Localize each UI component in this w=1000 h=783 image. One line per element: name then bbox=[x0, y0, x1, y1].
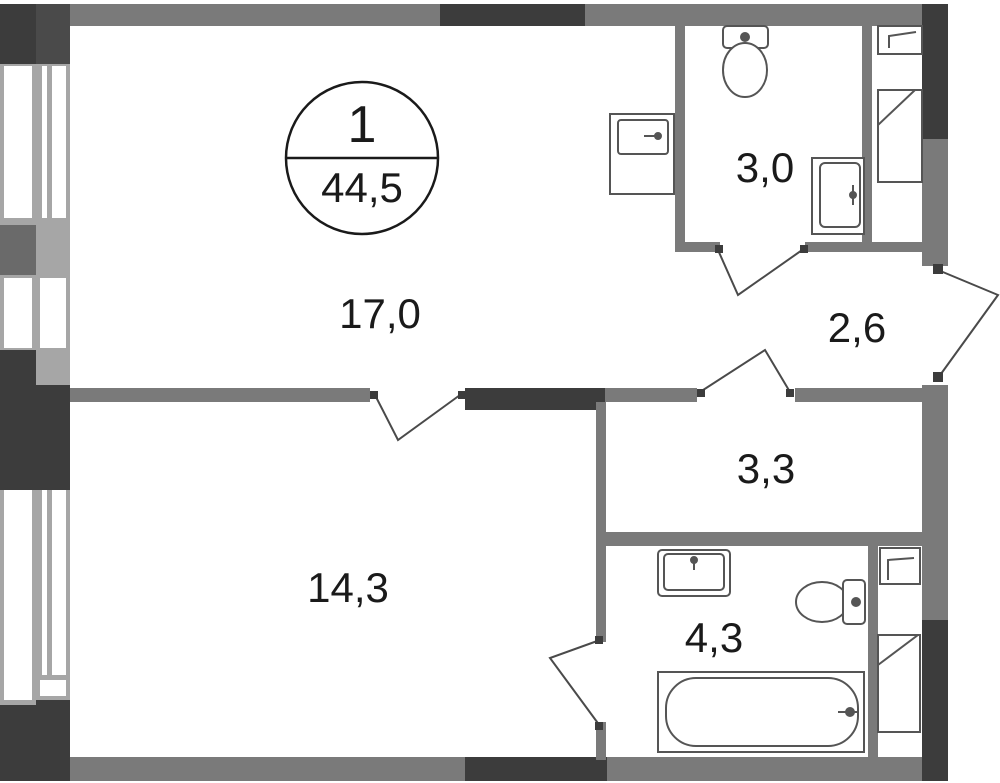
outer-walls bbox=[0, 4, 948, 781]
room-count: 1 bbox=[348, 96, 377, 154]
door-living-bedroom bbox=[374, 394, 461, 442]
toilet-icon bbox=[722, 25, 769, 98]
bathtub-icon bbox=[657, 671, 865, 753]
interior-walls bbox=[70, 26, 935, 760]
toilet-icon bbox=[795, 579, 866, 625]
duct-icon bbox=[877, 547, 921, 733]
area-hall: 2,6 bbox=[828, 304, 886, 351]
door-entrance bbox=[937, 269, 1000, 379]
door-corridor bbox=[699, 348, 791, 393]
doors bbox=[370, 245, 1000, 730]
sink-icon bbox=[811, 157, 865, 235]
fixtures bbox=[609, 25, 923, 753]
sink-icon bbox=[657, 549, 731, 597]
area-corridor: 3,3 bbox=[737, 445, 795, 492]
door-bottom-bathroom bbox=[548, 639, 601, 727]
area-bathroom-top: 3,0 bbox=[736, 144, 794, 191]
area-bathroom-bottom: 4,3 bbox=[685, 614, 743, 661]
door-top-bathroom bbox=[717, 247, 806, 297]
apartment-badge: 1 44,5 bbox=[284, 80, 440, 236]
sink-icon bbox=[609, 113, 675, 195]
duct-icon bbox=[877, 25, 923, 183]
total-area: 44,5 bbox=[321, 164, 403, 211]
room-labels: 17,0 3,0 2,6 3,3 14,3 4,3 bbox=[307, 144, 886, 661]
area-bedroom: 14,3 bbox=[307, 564, 389, 611]
area-living: 17,0 bbox=[339, 290, 421, 337]
